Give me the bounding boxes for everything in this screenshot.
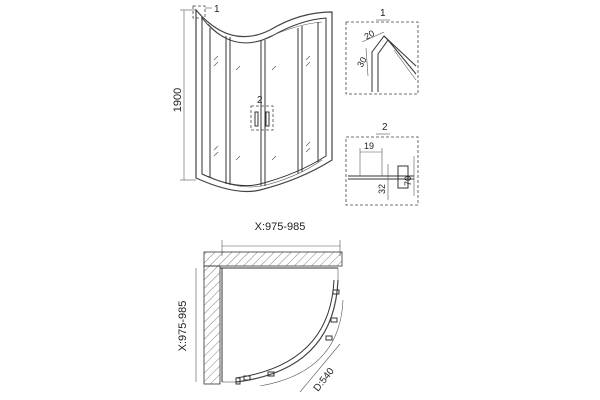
detail-1-dim-b: 30 (355, 55, 369, 69)
detail-1-dim-b-line (365, 47, 369, 77)
plan-radius-label: D:540 (312, 366, 337, 394)
callout-1-label: 1 (214, 4, 220, 15)
front-inner-frame (201, 16, 327, 187)
top-arc-line (207, 21, 323, 44)
detail-1: 1 20 30 (345, 8, 419, 95)
detail-1-profile (371, 35, 389, 92)
detail-1-glass-edge-b (387, 39, 417, 75)
glass-reflections (213, 55, 311, 161)
detail-2-dim-a: 19 (364, 141, 374, 151)
detail-1-dim-a: 20 (363, 28, 377, 42)
detail-1-glass-edge-c (393, 49, 417, 81)
detail-2: 2 19 32 70 (345, 122, 419, 206)
front-view: 1 2 1900 (172, 4, 333, 193)
door-arc-outer (235, 279, 339, 383)
callout-1-box (192, 5, 206, 19)
handle-right-icon (265, 111, 270, 127)
door-arc-inner (235, 279, 335, 379)
front-outer-frame (195, 8, 333, 193)
detail-2-box (345, 136, 419, 206)
roller-markers (235, 289, 340, 385)
wall-left (203, 265, 221, 385)
detail-1-dim-a-line (361, 31, 385, 43)
bottom-arc-line (207, 159, 323, 188)
plan-radius-line (299, 343, 341, 393)
callout-2-box (250, 105, 274, 131)
door-arc-sliding (259, 299, 344, 387)
detail-1-box (345, 21, 419, 95)
detail-2-handle-icon (397, 165, 409, 189)
wall-top (203, 251, 343, 267)
detail-2-label: 2 (382, 122, 388, 133)
handle-left-icon (254, 111, 259, 127)
plan-width-label: X:975-985 (255, 221, 306, 233)
detail-2-dim-c: 70 (403, 176, 413, 186)
plan-view: X:975-985 X:975-985 D:540 (177, 221, 344, 394)
detail-2-dim-b: 32 (377, 184, 387, 194)
detail-1-label: 1 (380, 8, 386, 19)
height-label: 1900 (172, 88, 184, 112)
plan-depth-label: X:975-985 (177, 301, 189, 352)
callout-2-label: 2 (257, 95, 263, 106)
